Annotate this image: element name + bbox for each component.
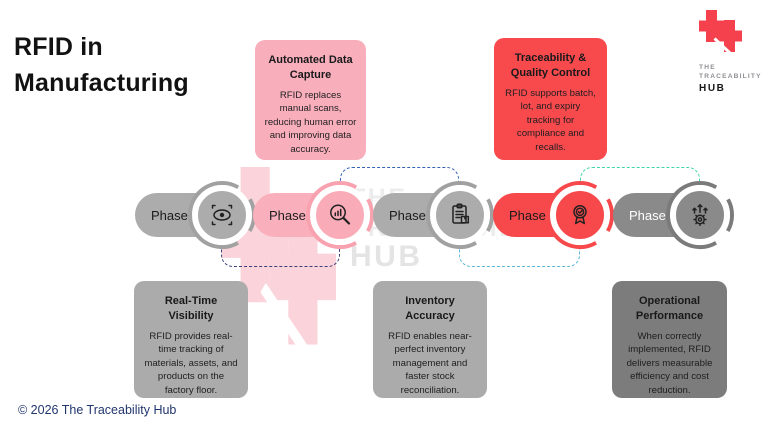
- card-title: Inventory Accuracy: [405, 295, 455, 322]
- connector-phase3-phase4: [459, 247, 580, 267]
- card-body: RFID replaces manual scans, reducing hum…: [264, 90, 357, 155]
- phase-icon-circle: [192, 185, 252, 245]
- eye-scan-icon: [211, 204, 233, 226]
- copyright-text: © 2026 The Traceability Hub: [18, 403, 177, 417]
- phase-node-5: Phase 05: [613, 176, 743, 256]
- phase-node-2: Phase 02: [253, 176, 383, 256]
- brand-hub: HUB: [699, 82, 726, 94]
- performance-gear-icon: [692, 204, 708, 227]
- card-title: Traceability & Quality Control: [510, 52, 591, 79]
- phase-node-1: Phase 01: [135, 176, 265, 256]
- phase-icon-circle: [310, 185, 370, 245]
- card-title: Automated Data Capture: [268, 54, 353, 81]
- phase-node-3: Phase 03: [373, 176, 503, 256]
- card-body: When correctly implemented, RFID deliver…: [626, 331, 713, 396]
- phase-icon-circle: [550, 185, 610, 245]
- connector-phase2-phase3: [340, 167, 459, 184]
- h-logo-icon: [699, 10, 742, 56]
- phase-icon-circle: [430, 185, 490, 245]
- brand-traceability: TRACEABILITY: [699, 72, 762, 80]
- connector-phase1-phase2: [221, 247, 340, 267]
- quality-award-icon: [573, 205, 587, 225]
- card-operational-performance: Operational Performance When correctly i…: [612, 281, 727, 398]
- phase-node-4: Phase 04: [493, 176, 623, 256]
- brand-logo: THE TRACEABILITY HUB: [699, 10, 761, 94]
- card-body: RFID enables near-perfect inventory mana…: [388, 331, 472, 396]
- phase-arc: [426, 181, 494, 249]
- phase-arc: [546, 181, 614, 249]
- inventory-checklist-icon: [452, 203, 470, 224]
- card-inventory-accuracy: Inventory Accuracy RFID enables near-per…: [373, 281, 487, 398]
- card-traceability-quality-control: Traceability & Quality Control RFID supp…: [494, 38, 607, 160]
- phase-arc: [188, 181, 256, 249]
- search-analytics-icon: [330, 204, 351, 225]
- page-title-line1: RFID in: [14, 33, 103, 61]
- card-automated-data-capture: Automated Data Capture RFID replaces man…: [255, 40, 366, 160]
- card-real-time-visibility: Real-Time Visibility RFID provides real-…: [134, 281, 248, 398]
- connector-phase4-phase5: [580, 167, 700, 184]
- card-title: Real-Time Visibility: [164, 295, 218, 322]
- card-body: RFID supports batch, lot, and expiry tra…: [505, 88, 596, 153]
- brand-wordmark: THE TRACEABILITY HUB: [699, 64, 761, 94]
- card-title: Operational Performance: [635, 295, 704, 322]
- brand-the: THE: [699, 64, 716, 71]
- phase-icon-circle: [670, 185, 730, 245]
- watermark-hub: HUB: [350, 240, 423, 273]
- card-body: RFID provides real-time tracking of mate…: [144, 331, 238, 396]
- phase-arc: [306, 181, 374, 249]
- page-title: RFID in Manufacturing: [14, 30, 189, 101]
- page-title-line2: Manufacturing: [14, 68, 189, 97]
- phase-arc: [666, 181, 734, 249]
